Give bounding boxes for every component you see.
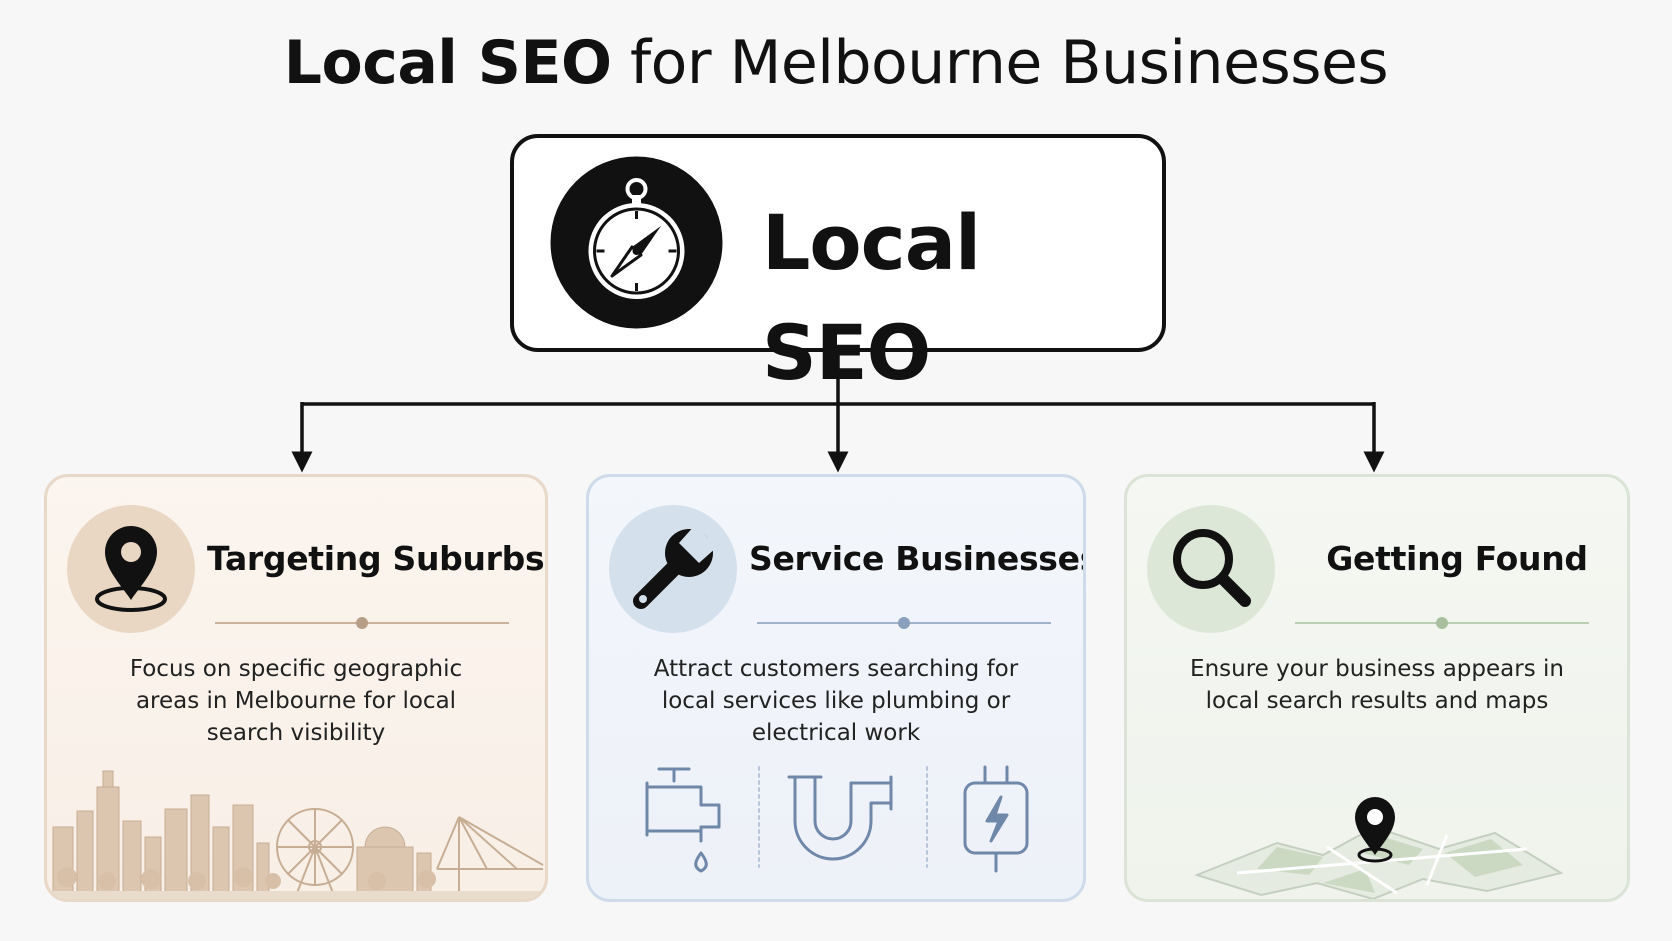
card-icon-badge — [609, 505, 737, 633]
compass-icon — [550, 156, 723, 329]
card-targeting-suburbs: Targeting Suburbs Focus on specific geog… — [44, 474, 548, 902]
card-description: Attract customers searching for local se… — [653, 656, 1019, 746]
card-icon-badge — [1147, 505, 1275, 633]
wrench-icon — [633, 525, 717, 609]
pipe-icon — [787, 775, 893, 861]
card-title: Getting Found — [1326, 539, 1588, 578]
card-divider — [215, 617, 509, 629]
location-pin-icon — [95, 526, 167, 612]
card-title: Targeting Suburbs — [207, 539, 545, 578]
card-description: Focus on specific geographic areas in Me… — [129, 656, 463, 746]
diagram-title: Local SEO for Melbourne Businesses — [0, 18, 1672, 108]
card-divider — [1295, 617, 1589, 629]
tap-icon — [645, 767, 721, 873]
card-description: Ensure your business appears in local se… — [1190, 656, 1564, 714]
title-rest: for Melbourne Businesses — [630, 28, 1389, 98]
card-divider — [757, 617, 1051, 629]
card-title: Service Businesses — [749, 539, 1086, 578]
melbourne-skyline-illustration — [47, 770, 545, 899]
magnifier-icon — [1173, 529, 1251, 607]
card-service-businesses: Service Businesses Attract customers sea… — [586, 474, 1086, 902]
root-label: Local SEO — [762, 198, 981, 397]
card-icon-badge — [67, 505, 195, 633]
card-getting-found: Getting Found Ensure your business appea… — [1124, 474, 1630, 902]
service-icons-illustration — [645, 765, 1029, 873]
map-with-pin-illustration — [1194, 797, 1564, 899]
root-node: Local SEO — [510, 134, 1166, 397]
electrical-plug-icon — [963, 765, 1029, 873]
title-bold: Local SEO — [283, 28, 612, 98]
